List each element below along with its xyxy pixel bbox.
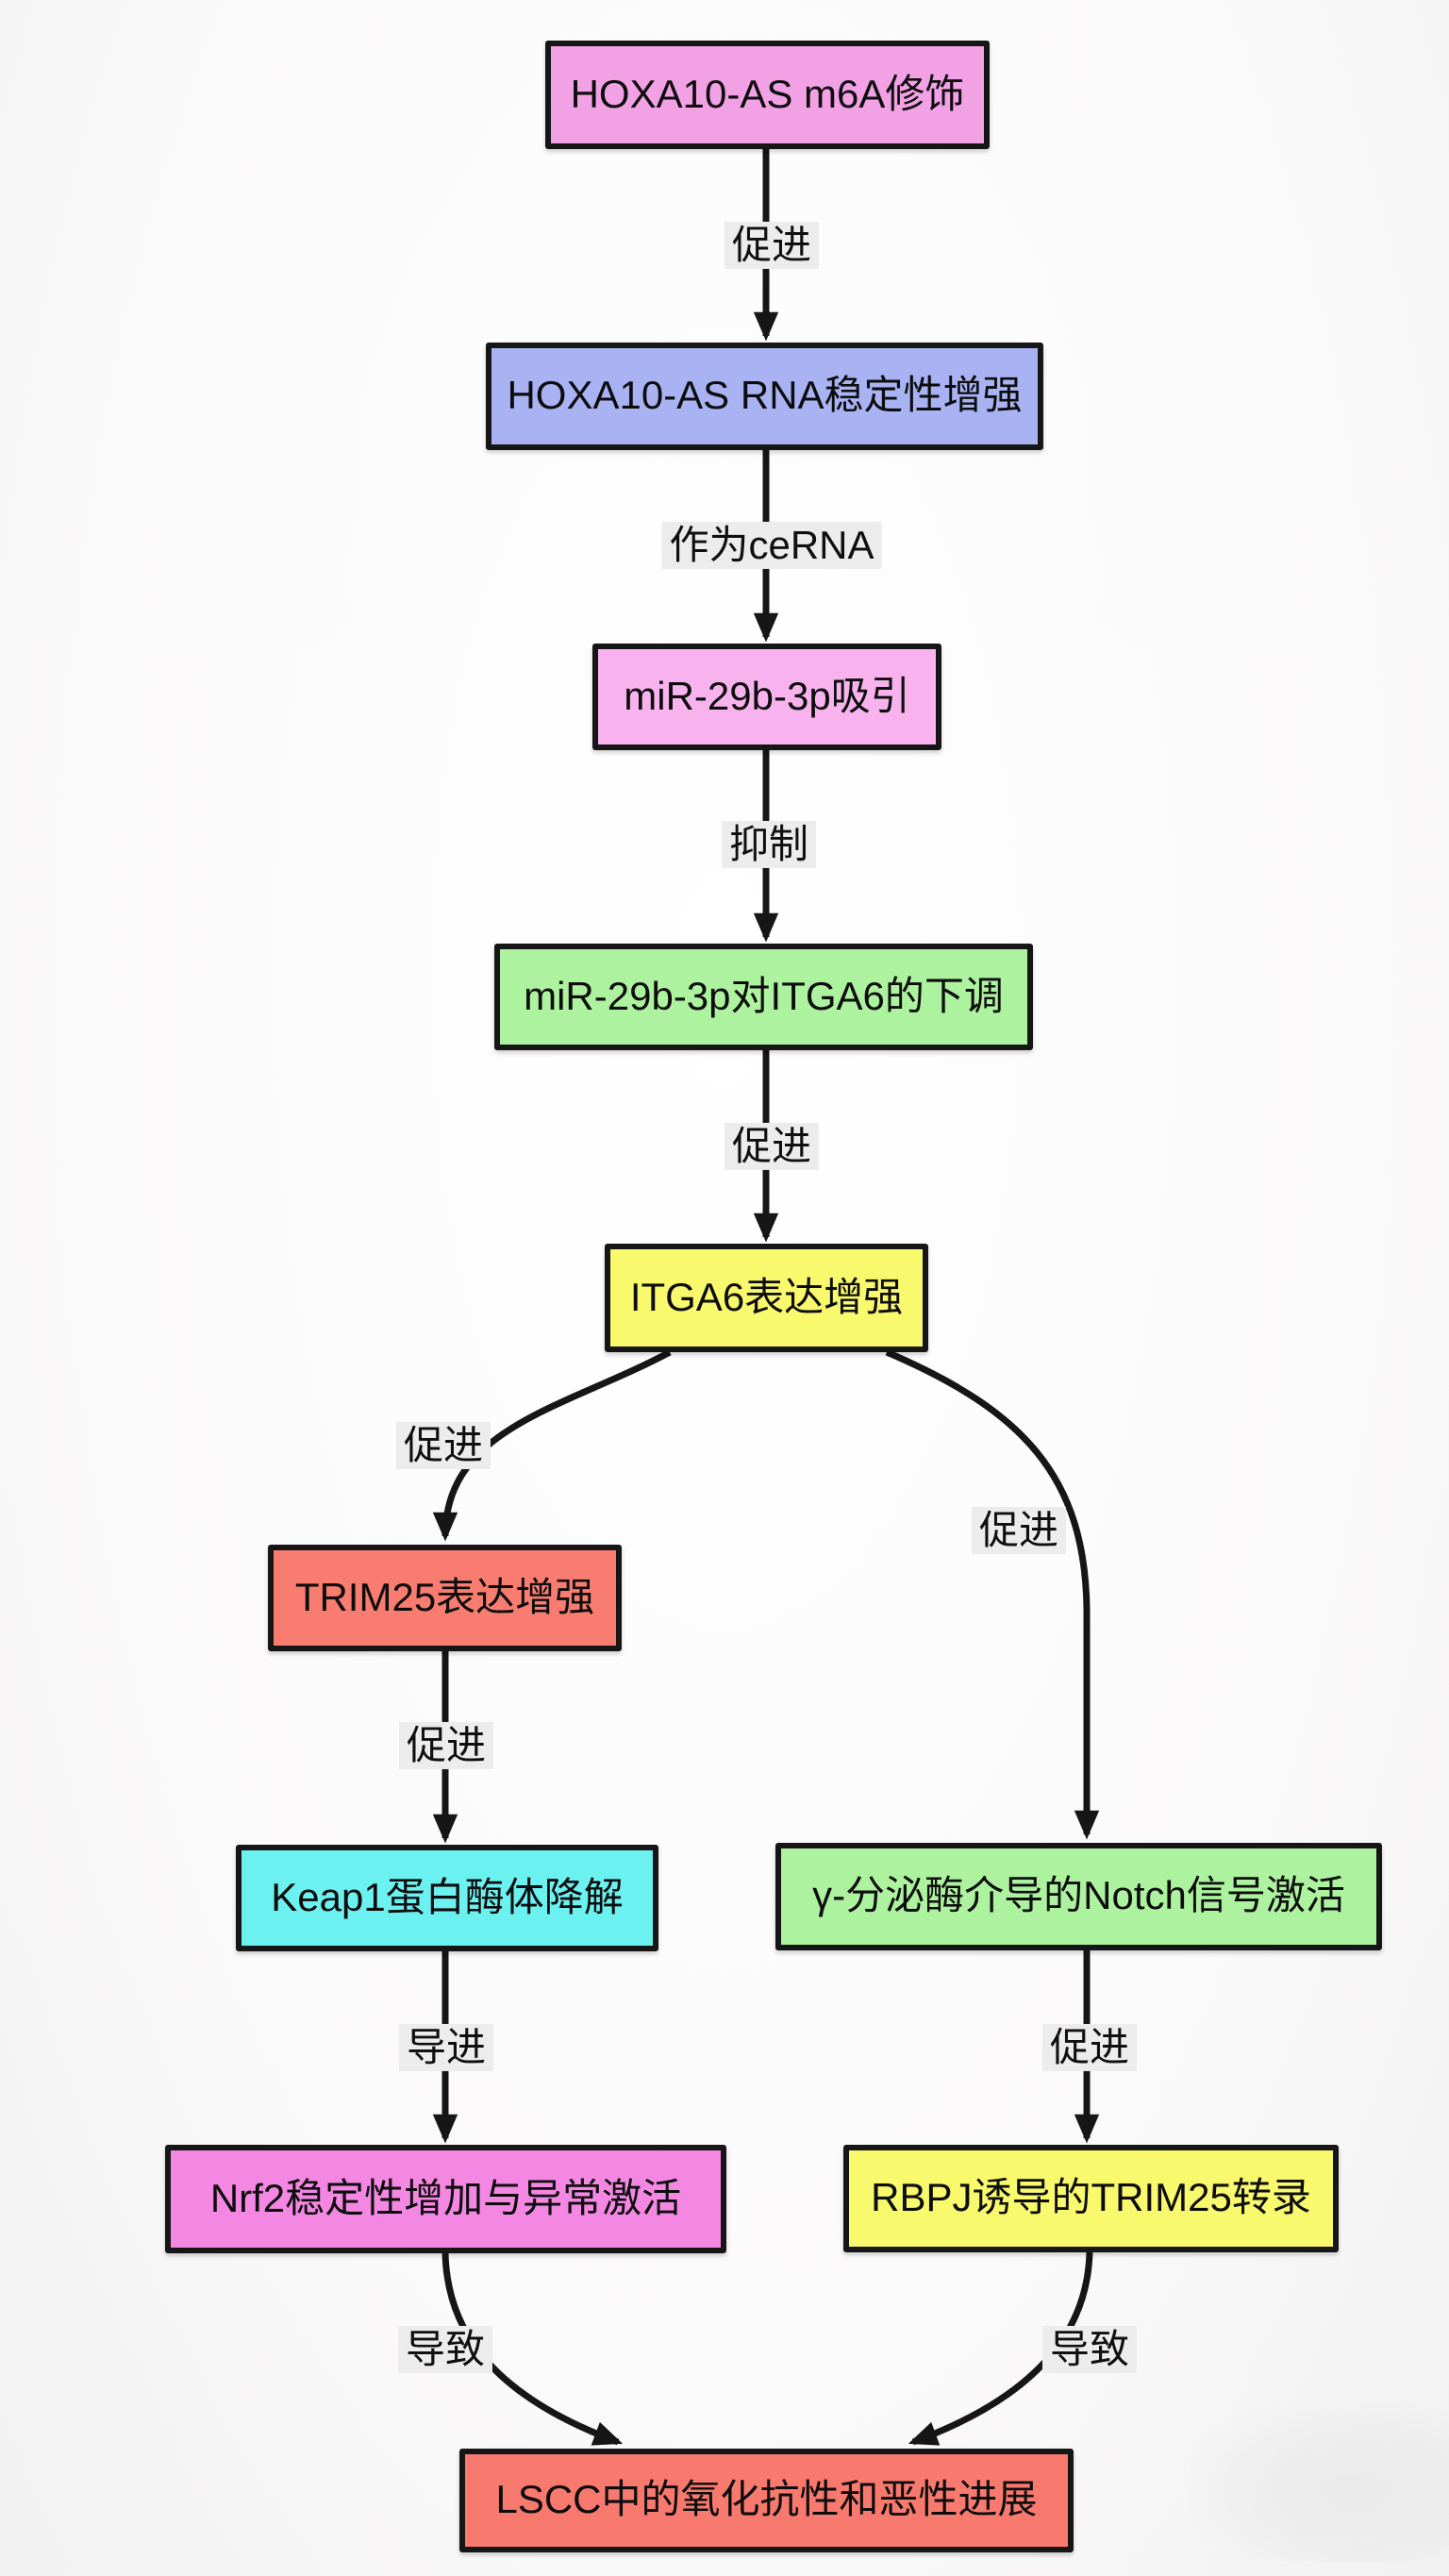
node-label: miR-29b-3p吸引 — [624, 673, 910, 718]
edge-label-e-i: 促进 — [971, 1506, 1067, 1555]
node-label: γ-分泌酶介导的Notch信号激活 — [812, 1873, 1345, 1917]
node-trim25-expression-increase: TRIM25表达增强 — [268, 1545, 622, 1651]
edge-label-i-j: 促进 — [1041, 2023, 1138, 2072]
node-label: miR-29b-3p对ITGA6的下调 — [524, 973, 1004, 1018]
node-label: HOXA10-AS m6A修饰 — [570, 71, 965, 116]
node-hoxa10-as-rna-stability: HOXA10-AS RNA稳定性增强 — [486, 343, 1043, 450]
edge-label-g-h: 导进 — [398, 2023, 494, 2072]
node-nrf2-stabilization-activation: Nrf2稳定性增加与异常激活 — [165, 2145, 726, 2253]
edge-label-f-g: 促进 — [398, 1721, 494, 1770]
node-hoxa10-as-m6a-modification: HOXA10-AS m6A修饰 — [545, 41, 990, 149]
edge-label-e-f: 促进 — [395, 1421, 491, 1470]
edge-label-h-k: 导致 — [397, 2325, 493, 2374]
edge-label-a-b: 促进 — [724, 221, 820, 270]
edge-e-f-arrow — [432, 1348, 672, 1542]
edge-label-d-e: 促进 — [724, 1122, 820, 1171]
node-label: TRIM25表达增强 — [294, 1574, 595, 1619]
node-label: RBPJ诱导的TRIM25转录 — [871, 2175, 1311, 2219]
edge-label-b-c: 作为ceRNA — [661, 521, 882, 570]
node-keap1-proteasomal-degradation: Keap1蛋白酶体降解 — [236, 1845, 658, 1951]
node-label: HOXA10-AS RNA稳定性增强 — [507, 373, 1023, 417]
node-label: Keap1蛋白酶体降解 — [271, 1874, 624, 1919]
node-gamma-secretase-notch-activation: γ-分泌酶介导的Notch信号激活 — [775, 1843, 1382, 1950]
node-label: ITGA6表达增强 — [629, 1274, 904, 1319]
watermark-smudge — [1189, 2401, 1449, 2562]
node-lscc-oxidative-resistance-progression: LSCC中的氧化抗性和恶性进展 — [459, 2449, 1074, 2552]
edge-label-j-k: 导致 — [1041, 2325, 1138, 2374]
node-mir-29b-3p-sequestration: miR-29b-3p吸引 — [592, 644, 941, 750]
edge-e-i-arrow — [885, 1348, 1100, 1840]
node-label: Nrf2稳定性增加与异常激活 — [209, 2175, 682, 2220]
node-mir-29b-3p-itga6-downregulation: miR-29b-3p对ITGA6的下调 — [494, 944, 1033, 1050]
node-label: LSCC中的氧化抗性和恶性进展 — [495, 2477, 1038, 2521]
edge-label-c-d: 抑制 — [721, 820, 817, 869]
node-rbpj-trim25-transcription: RBPJ诱导的TRIM25转录 — [843, 2145, 1339, 2252]
node-itga6-expression-increase: ITGA6表达增强 — [605, 1244, 928, 1352]
